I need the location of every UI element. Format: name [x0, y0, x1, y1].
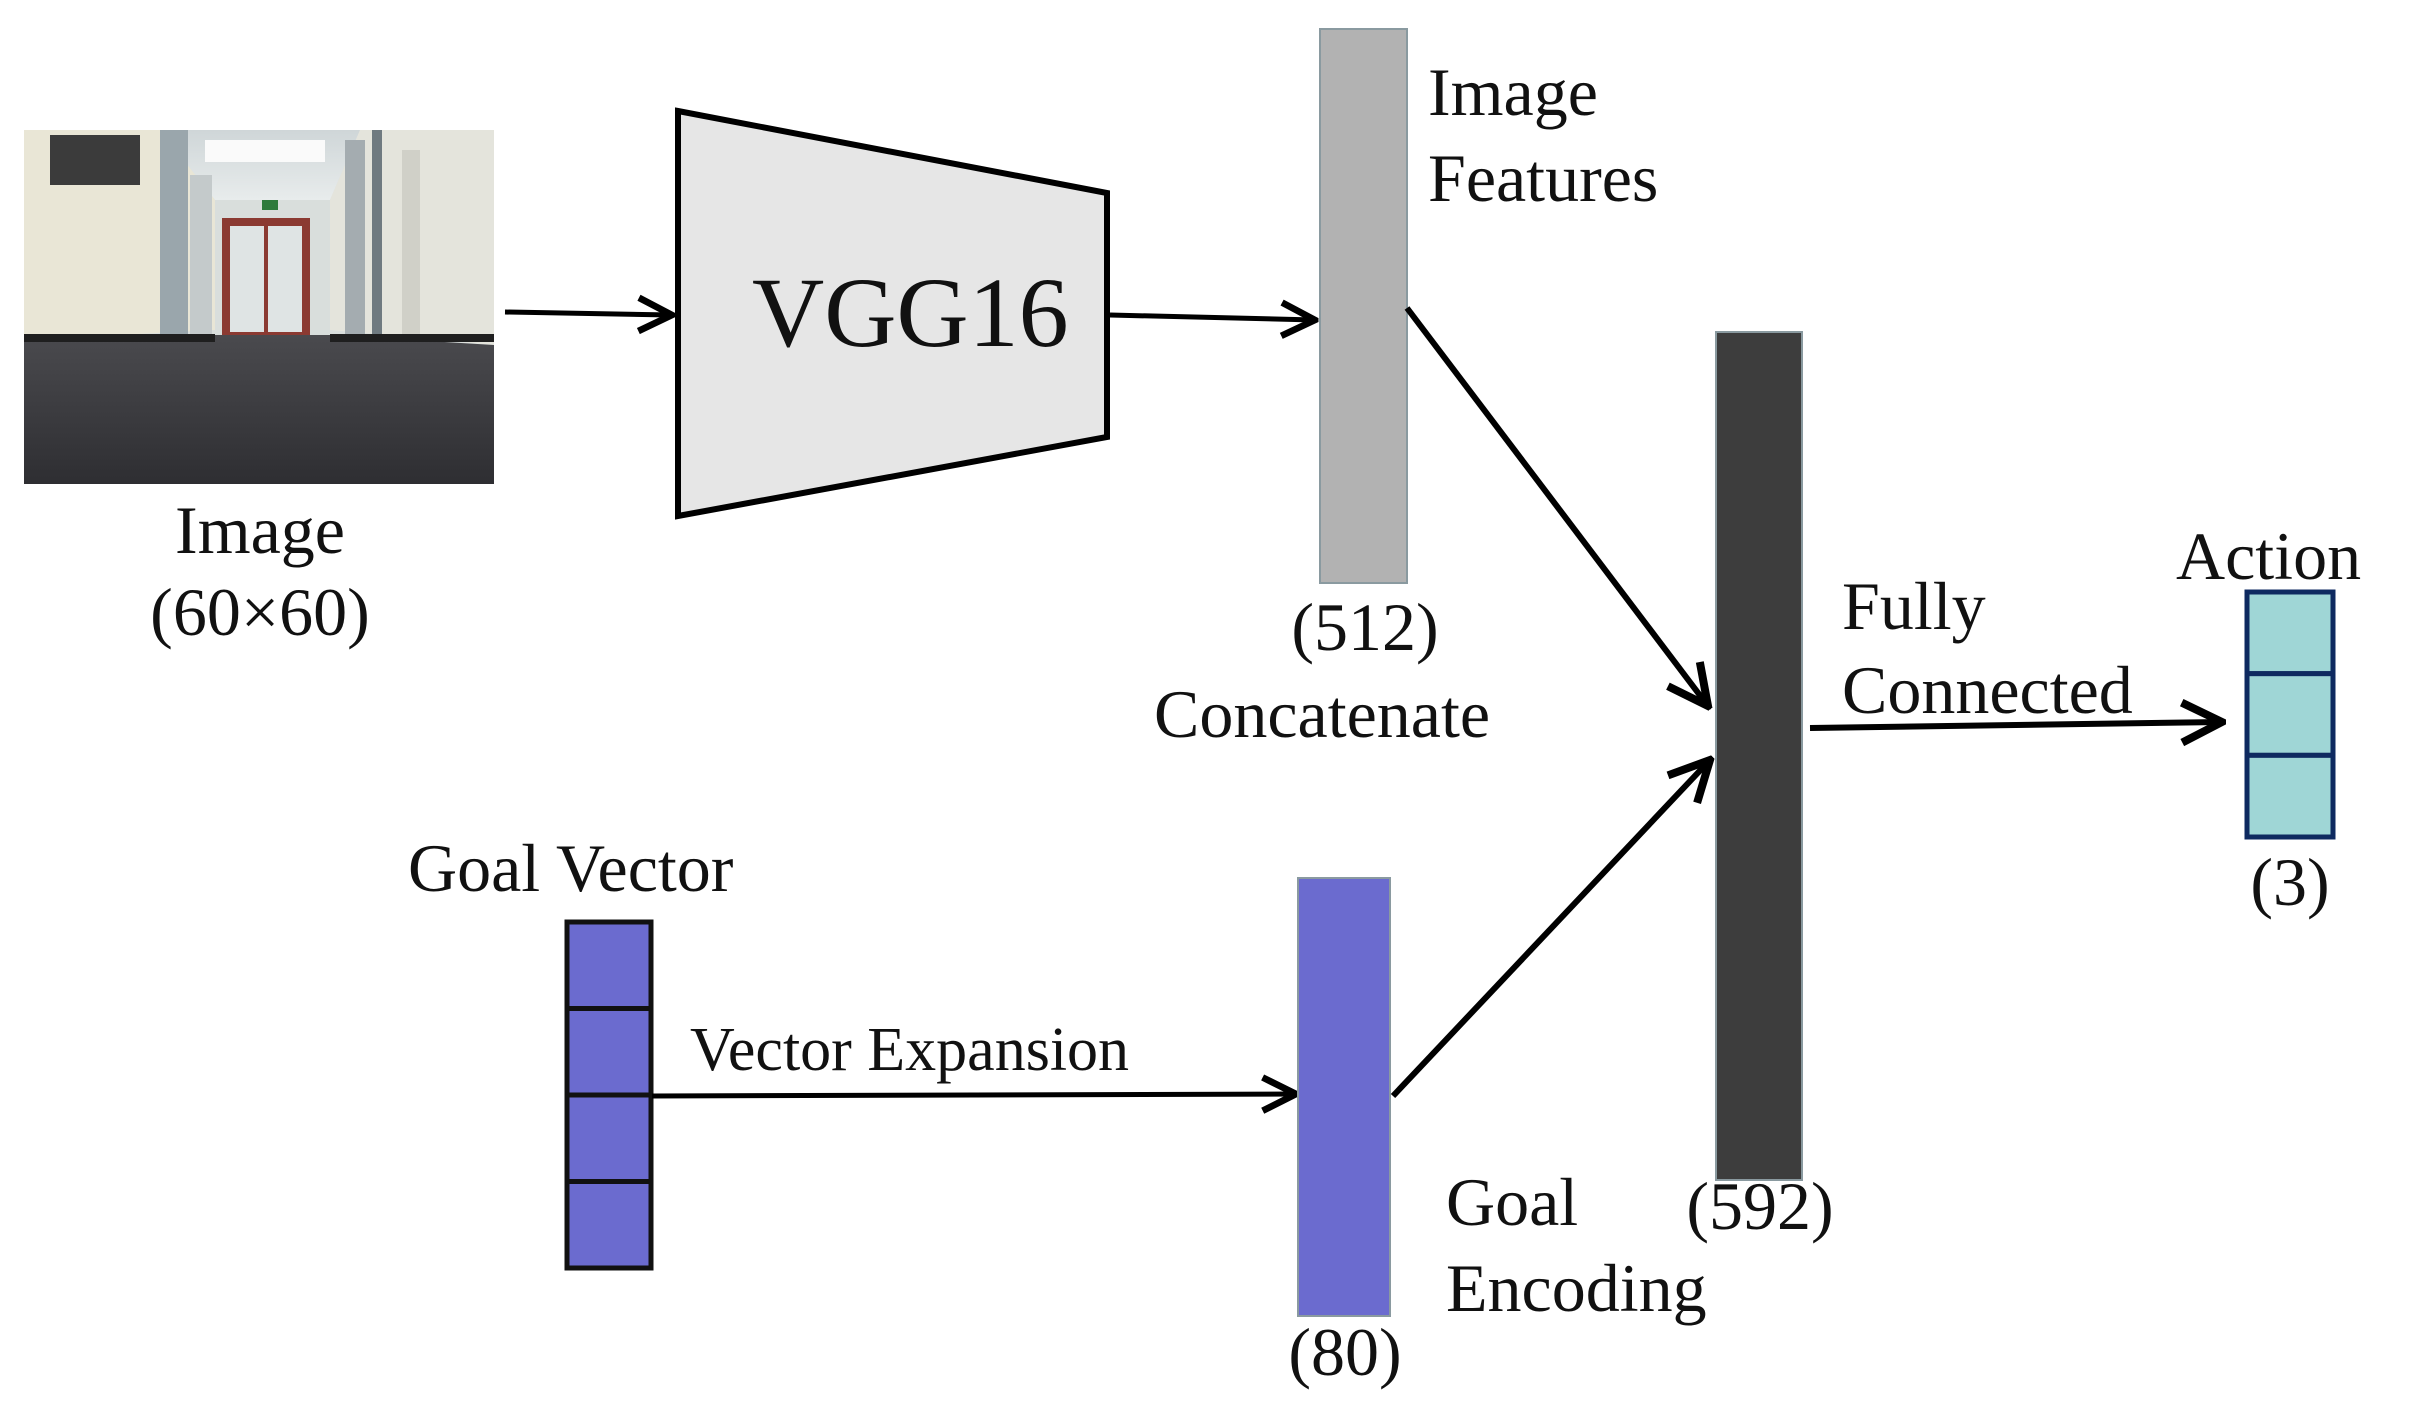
action-cell [2244, 589, 2336, 677]
goal-vector-label: Goal Vector [408, 830, 734, 906]
image-size-label: (60×60) [150, 574, 370, 650]
arrow-image-to-vgg [504, 312, 672, 315]
goal-encoding-dim: (80) [1288, 1314, 1402, 1390]
arrow-vgg-to-features [1109, 315, 1315, 320]
concatenate-bar [1715, 331, 1803, 1181]
action-cell [2244, 671, 2336, 758]
goal-vector-cell [564, 919, 654, 1011]
vgg16-label: VGG16 [752, 257, 1069, 368]
vgg16-block [675, 107, 1110, 520]
corridor-photo [24, 130, 494, 484]
arrow-vector-expansion [651, 1094, 1296, 1096]
arrow-goal-to-concat [1390, 760, 1710, 1099]
image-features-bar [1319, 28, 1408, 584]
fully-connected-label-line2: Connected [1842, 652, 2133, 728]
fully-connected-label-line1: Fully [1842, 568, 1986, 644]
goal-encoding-label-line2: Encoding [1446, 1250, 1707, 1326]
image-features-dim: (512) [1291, 589, 1439, 665]
goal-encoding-label-line1: Goal [1446, 1164, 1579, 1240]
goal-vector-cell [564, 1179, 654, 1271]
goal-vector-cell [564, 1006, 654, 1098]
action-cells [2244, 589, 2336, 840]
image-label: Image [175, 492, 345, 568]
goal-vector-cell [564, 1092, 654, 1184]
action-cell [2244, 752, 2336, 840]
action-dim: (3) [2250, 844, 2330, 920]
image-features-label-line2: Features [1428, 140, 1659, 216]
vector-expansion-label: Vector Expansion [690, 1016, 1130, 1084]
goal-encoding-bar [1297, 877, 1391, 1317]
image-features-label-line1: Image [1428, 54, 1598, 130]
arrow-fully-connected [1809, 722, 2222, 728]
concatenate-label: Concatenate [1154, 676, 1491, 752]
concat-dim: (592) [1686, 1168, 1834, 1244]
goal-vector-cells [564, 919, 654, 1271]
arrow-features-to-concat [1404, 306, 1708, 706]
action-label: Action [2176, 518, 2362, 594]
